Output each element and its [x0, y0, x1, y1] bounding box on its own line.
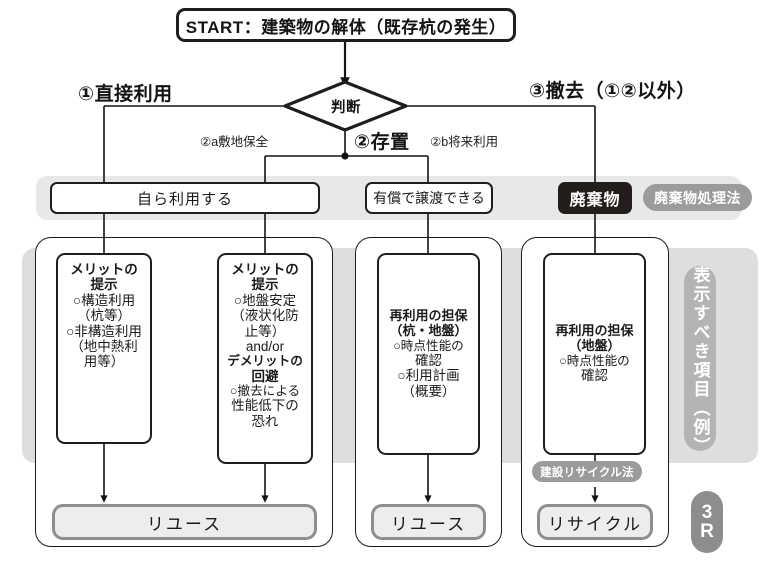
card1-line-1: 提示 [90, 277, 118, 293]
middle-box-waste-label: 廃棄物 [569, 192, 621, 209]
construction-recycling-law-pill-label: 建設リサイクル法 [540, 466, 634, 479]
detail-card-reuse-guarantee-ground: 再利用の担保 （地盤） ○時点性能の 確認 [543, 253, 646, 455]
card3-line-3: 確認 [415, 352, 442, 368]
start-box-label: START：建築物の解体（既存杭の発生） [185, 17, 507, 37]
detail-card-reuse-guarantee-pile-ground-body: 再利用の担保 （杭・地盤） ○時点性能の 確認 ○利用計画 （概要） [384, 307, 473, 399]
card2-line-4: 止等） [244, 323, 286, 339]
card1-line-5: （地中熱利 [70, 338, 138, 354]
decision-label: 判断 [310, 96, 382, 117]
outcome-box-reuse-left: リユース [52, 504, 317, 540]
card2-line-10: 恐れ [251, 413, 279, 429]
branch-label-retain: ②存置 [354, 127, 410, 154]
card2-line-3: （液状化防 [231, 308, 299, 324]
decision-label-text: 判断 [331, 100, 361, 116]
card4-line-1: （地盤） [568, 338, 621, 354]
branch-label-site-preservation: ②a敷地保全 [200, 131, 268, 150]
card3-line-2: ○時点性能の [393, 338, 464, 353]
branch-label-direct-use: ①直接利用 [78, 79, 173, 106]
card3-line-1: （杭・地盤） [389, 322, 468, 338]
card2-line-1: 提示 [251, 277, 279, 293]
waste-management-law-pill-label: 廃棄物処理法 [654, 189, 741, 206]
card3-line-0: 再利用の担保 [389, 307, 468, 323]
branch-label-removal: ③撤去（①②以外） [529, 76, 696, 103]
detail-card-reuse-guarantee-ground-body: 再利用の担保 （地盤） ○時点性能の 確認 [550, 323, 639, 384]
branch-label-future-use: ②b将来利用 [430, 131, 498, 150]
card2-line-7: 回避 [251, 368, 279, 384]
waste-management-law-pill: 廃棄物処理法 [643, 184, 752, 211]
branch-label-direct-use-text: ①直接利用 [78, 84, 173, 105]
detail-card-structural-merit-body: メリットの 提示 ○構造利用 （杭等） ○非構造利用 （地中熱利 用等） [63, 262, 145, 370]
side-label-display-items-text: 表示すべき項目（例） [690, 266, 710, 456]
branch-label-site-preservation-text: ②a敷地保全 [200, 135, 269, 149]
card2-line-0: メリットの [231, 262, 299, 277]
outcome-box-recycle: リサイクル [537, 504, 653, 540]
branch-label-future-use-text: ②b将来利用 [430, 135, 499, 149]
badge-3r-line2: R [700, 521, 714, 542]
card4-line-3: 確認 [581, 368, 608, 384]
side-label-display-items: 表示すべき項目（例） [684, 266, 716, 456]
middle-box-waste: 廃棄物 [558, 182, 632, 214]
outcome-box-reuse-left-label: リユース [146, 514, 223, 534]
outcome-box-reuse-middle-label: リユース [390, 514, 467, 534]
badge-3r: 3 R [691, 491, 723, 553]
card2-line-8: ○撤去による [229, 383, 301, 398]
outcome-box-reuse-middle: リユース [371, 504, 486, 540]
card2-line-6: デメリットの [227, 354, 303, 369]
card3-line-4: ○利用計画 [397, 368, 460, 384]
construction-recycling-law-pill: 建設リサイクル法 [532, 461, 642, 482]
card1-line-0: メリットの [70, 262, 138, 277]
detail-card-ground-merit: メリットの 提示 ○地盤安定 （液状化防 止等） and/or デメリットの 回… [217, 253, 313, 464]
branch-label-removal-text: ③撤去（①②以外） [529, 81, 696, 102]
detail-card-structural-merit: メリットの 提示 ○構造利用 （杭等） ○非構造利用 （地中熱利 用等） [56, 253, 152, 444]
card3-line-5: （概要） [401, 383, 456, 399]
card2-line-5: and/or [245, 338, 285, 354]
outcome-box-recycle-label: リサイクル [547, 514, 643, 534]
card1-line-3: （杭等） [77, 308, 131, 324]
card4-line-0: 再利用の担保 [555, 323, 634, 339]
card2-line-2: ○地盤安定 [233, 292, 297, 308]
middle-box-self-use-label: 自ら利用する [136, 190, 233, 208]
card2-line-9: 性能低下の [231, 398, 299, 414]
branch-label-retain-text: ②存置 [354, 132, 410, 153]
middle-box-paid-transfer: 有償で譲渡できる [365, 182, 493, 214]
card1-line-6: 用等） [83, 354, 125, 370]
card1-line-4: ○非構造利用 [66, 323, 142, 339]
card4-line-2: ○時点性能の [559, 353, 630, 368]
detail-card-reuse-guarantee-pile-ground: 再利用の担保 （杭・地盤） ○時点性能の 確認 ○利用計画 （概要） [377, 253, 480, 455]
card1-line-2: ○構造利用 [72, 292, 136, 308]
start-box: START：建築物の解体（既存杭の発生） [176, 8, 516, 42]
middle-box-paid-transfer-label: 有償で譲渡できる [373, 190, 485, 206]
middle-box-self-use: 自ら利用する [50, 182, 320, 214]
badge-3r-line1: 3 [701, 501, 713, 523]
detail-card-ground-merit-body: メリットの 提示 ○地盤安定 （液状化防 止等） and/or デメリットの 回… [224, 262, 306, 429]
